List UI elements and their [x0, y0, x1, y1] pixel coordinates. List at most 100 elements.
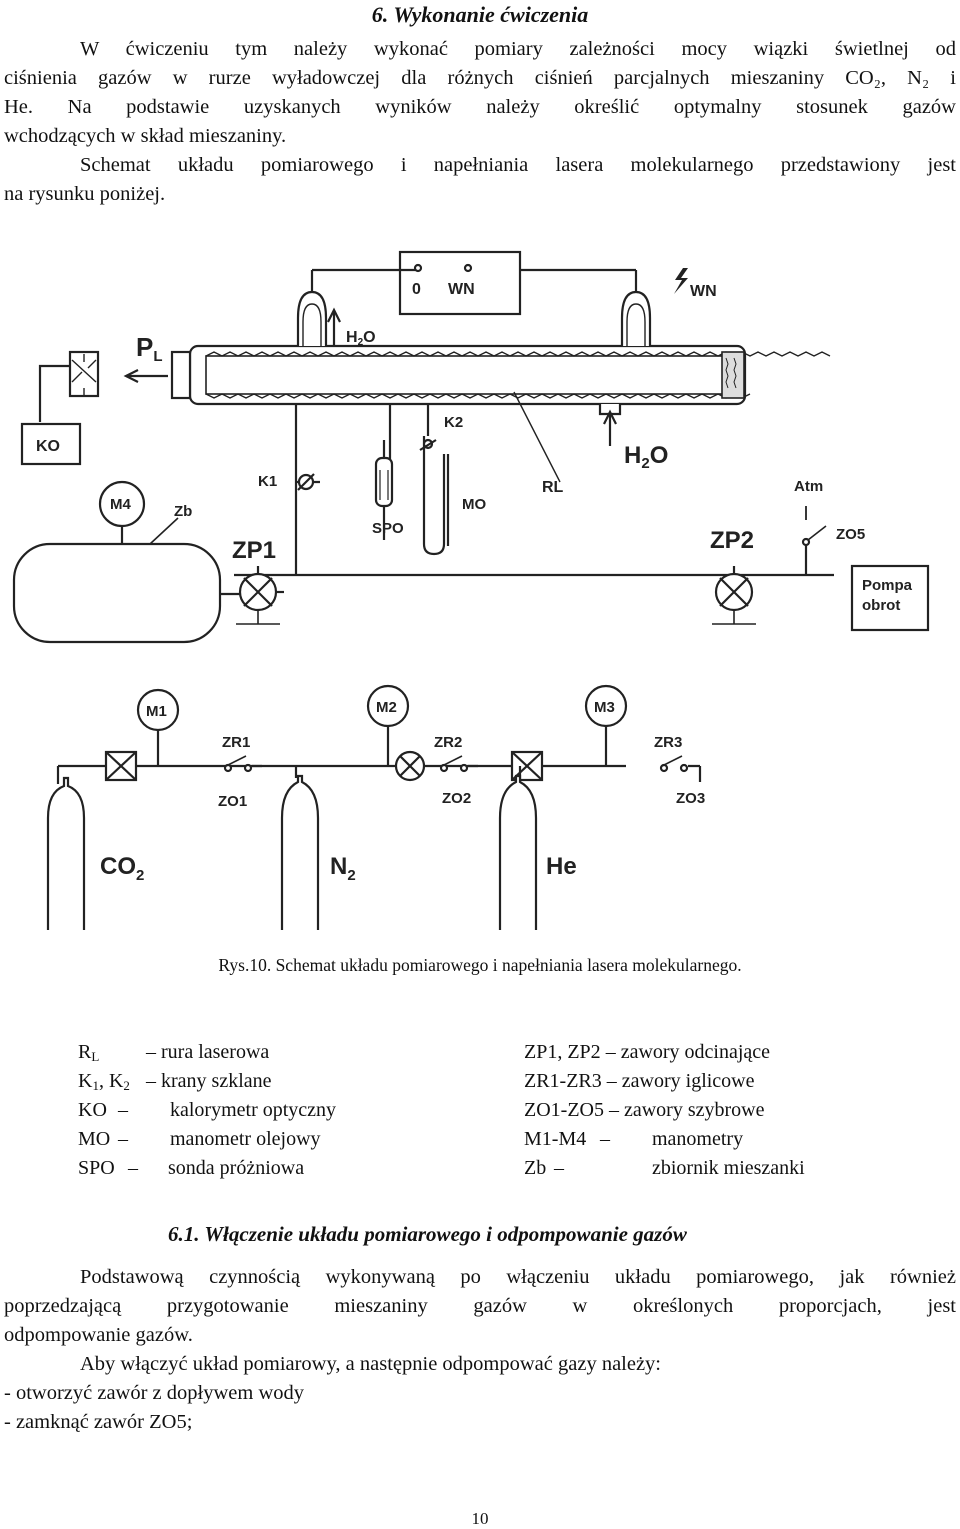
lightning-icon [674, 268, 688, 294]
label-he: He [546, 853, 577, 880]
label-rl: RL [542, 479, 564, 496]
body-paragraph-1: Podstawową czynnością wykonywaną po włąc… [4, 1263, 956, 1350]
label-spo: SPO [372, 520, 404, 537]
label-atm: Atm [794, 478, 823, 495]
figure-caption: Rys.10. Schemat układu pomiarowego i nap… [218, 955, 742, 975]
label-zero: 0 [412, 281, 421, 298]
water-inlet-arrow-top [327, 307, 341, 346]
label-m2: M2 [376, 699, 397, 716]
electrode-left [296, 270, 328, 346]
legend-dash: – [600, 1128, 610, 1150]
legend-item: ZR1-ZR3 – zawory iglicowe [524, 1067, 805, 1096]
label-zo1: ZO1 [218, 793, 247, 810]
shutoff-valve-zp1 [238, 566, 284, 612]
manometer-m3 [584, 684, 628, 728]
body-paragraph-2: Aby włączyć układ pomiarowy, a następnie… [4, 1350, 956, 1437]
needle-valve-zr2 [439, 755, 469, 773]
rotary-pump [850, 564, 930, 632]
label-pl: PL [136, 332, 163, 365]
label-h2o-big: H2O [624, 442, 668, 472]
legend-desc: krany szklane [161, 1070, 272, 1092]
label-k1: K1 [258, 473, 277, 490]
label-zp2: ZP2 [710, 527, 754, 554]
legend-desc: zawory szybrowe [623, 1099, 765, 1121]
text-line: odpompowanie gazów. [4, 1324, 193, 1346]
glass-valve-k1 [296, 473, 320, 491]
label-n2: N2 [330, 853, 356, 884]
text-line: - otworzyć zawór z dopływem wody [4, 1382, 305, 1404]
legend-abbr: ZO1-ZO5 [524, 1099, 604, 1121]
legend-item: MO–manometr olejowy [78, 1125, 336, 1154]
legend-item: Zb–zbiornik mieszanki [524, 1154, 805, 1183]
text-line: - zamknąć zawór ZO5; [4, 1411, 193, 1433]
label-zo3: ZO3 [676, 790, 705, 807]
cylinder-co2 [46, 776, 86, 930]
optical-calorimeter [20, 422, 82, 466]
mixture-tank [12, 542, 222, 644]
legend-abbr: MO [78, 1128, 111, 1150]
laser-tube [170, 344, 831, 416]
legend-dash: – [146, 1070, 156, 1092]
label-zo5: ZO5 [836, 526, 865, 543]
label-zp1: ZP1 [232, 537, 276, 564]
laser-output-arrow [123, 369, 168, 383]
legend-dash: – [128, 1157, 138, 1179]
legend-dash: – [606, 1070, 617, 1092]
label-wn: WN [690, 283, 717, 300]
label-zb: Zb [174, 503, 192, 520]
label-zr3: ZR3 [654, 734, 682, 751]
label-mo: MO [462, 496, 486, 513]
section-title: 6.1. Włączenie układu pomiarowego i odpo… [168, 1222, 687, 1246]
label-zo2: ZO2 [442, 790, 471, 807]
hv-power-supply [398, 250, 522, 316]
shutoff-valve-zp2 [714, 566, 754, 612]
legend-abbr: KO [78, 1099, 107, 1121]
manometer-m4 [98, 480, 146, 528]
gate-valve-zo1 [104, 750, 138, 782]
rl-leader-line [513, 391, 561, 483]
label-ko: KO [36, 438, 60, 455]
text-line: Aby włączyć układ pomiarowy, a następnie… [80, 1353, 662, 1375]
needle-valve-zr1 [223, 755, 253, 773]
page-number: 10 [471, 1509, 489, 1528]
vent-valve-zo5 [801, 506, 827, 575]
legend-dash: – [608, 1099, 619, 1121]
legend-item: SPO– sonda próżniowa [78, 1154, 336, 1183]
legend-abbr: SPO [78, 1157, 115, 1179]
label-m1: M1 [146, 703, 167, 720]
text-line: ciśnienia gazów w rurze wyładowczej dla … [4, 67, 956, 89]
text-line: He. Na podstawie uzyskanych wyników nale… [4, 96, 956, 118]
legend-abbr: R [78, 1041, 92, 1063]
gate-valve-zo2 [394, 750, 426, 782]
legend-desc: zawory odcinające [620, 1041, 771, 1063]
text-line: wchodzących w skład mieszaniny. [4, 125, 287, 147]
intro-paragraph-2: Schemat układu pomiarowego i napełniania… [4, 151, 956, 209]
legend-desc: zawory iglicowe [621, 1070, 755, 1092]
text-line: W ćwiczeniu tym należy wykonać pomiary z… [80, 38, 956, 60]
label-co2: CO2 [100, 853, 144, 884]
page-heading: 6. Wykonanie ćwiczenia [371, 2, 589, 27]
cylinder-n2 [280, 774, 320, 930]
label-h2o-top: H2O [346, 329, 376, 348]
legend-dash: – [554, 1157, 564, 1179]
label-k2: K2 [444, 414, 463, 431]
legend-desc: rura laserowa [161, 1041, 270, 1063]
legend-desc: manometr olejowy [170, 1128, 321, 1150]
legend-item: M1-M4–manometry [524, 1125, 805, 1154]
legend-left: RL– rura laserowa K1, K2– krany szklane … [78, 1038, 336, 1183]
label-obrot: obrot [862, 597, 900, 614]
label-zr1: ZR1 [222, 734, 250, 751]
legend-item: ZO1-ZO5 – zawory szybrowe [524, 1096, 805, 1125]
legend-dash: – [118, 1099, 128, 1121]
legend-desc: manometry [652, 1128, 744, 1150]
legend-abbr: ZR1-ZR3 [524, 1070, 602, 1092]
text-line: Podstawową czynnością wykonywaną po włąc… [80, 1266, 956, 1288]
manometer-m2 [366, 684, 410, 728]
legend-right: ZP1, ZP2 – zawory odcinające ZR1-ZR3 – z… [524, 1038, 805, 1183]
legend-item: ZP1, ZP2 – zawory odcinające [524, 1038, 805, 1067]
measurement-system-diagram: 0 WN WN H2O PL KO SPO K2 MO RL [12, 250, 930, 930]
intro-paragraph-1: W ćwiczeniu tym należy wykonać pomiary z… [4, 35, 956, 151]
text-line: poprzedzającą przygotowanie mieszaniny g… [4, 1295, 956, 1317]
legend-desc: sonda próżniowa [168, 1157, 305, 1179]
vacuum-probe [374, 440, 394, 540]
